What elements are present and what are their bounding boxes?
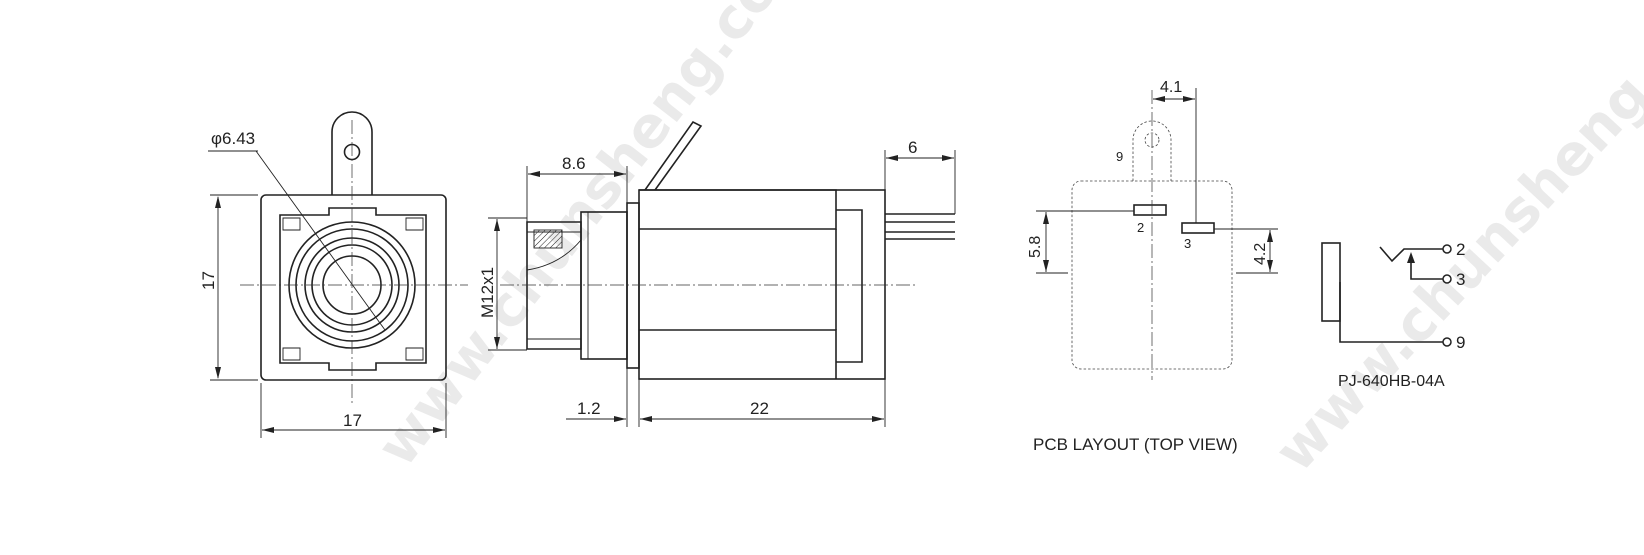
thread-label: M12x1 <box>478 267 497 318</box>
schematic: 2 3 9 PJ-640HB-04A <box>1321 240 1465 390</box>
terminal-9-node <box>1442 337 1452 347</box>
terminal-9-label: 9 <box>1456 333 1465 352</box>
pcb-footprint-outline <box>1071 180 1233 370</box>
pin-length-label: 6 <box>908 138 917 157</box>
terminal-2-node <box>1442 244 1452 254</box>
arrow <box>886 155 898 161</box>
top-tab <box>644 120 703 191</box>
arrow <box>614 416 626 422</box>
arrow <box>215 196 221 208</box>
pcb-layout: 9 2 3 4.1 5.8 4.2 PCB LAYOUT (TOP VIEW) <box>1027 79 1278 454</box>
section-break <box>526 239 582 271</box>
pad-2 <box>1133 204 1167 216</box>
corner-bracket-br <box>405 347 424 361</box>
terminal-3-node <box>1442 274 1452 284</box>
side-view: M12x1 8.6 6 1.2 22 <box>478 120 956 427</box>
arrow <box>215 367 221 379</box>
sleeve-line <box>1339 282 1443 343</box>
rear-cap <box>836 209 863 363</box>
arrow <box>872 416 884 422</box>
front-view: φ6.43 17 17 <box>199 111 468 438</box>
arrow <box>1183 96 1195 102</box>
main-body <box>638 189 886 380</box>
body-lower-band <box>639 329 837 379</box>
jack-sleeve-symbol <box>1321 242 1341 322</box>
arrow <box>1043 212 1049 224</box>
front-body-outline <box>260 194 447 381</box>
corner-bracket-tl <box>282 217 301 231</box>
arrow <box>433 427 445 433</box>
front-inner-frame <box>279 207 427 371</box>
body-upper-band <box>639 189 837 230</box>
terminal-3-label: 3 <box>1456 270 1465 289</box>
flange-label: 1.2 <box>577 399 601 418</box>
body-length-label: 22 <box>750 399 769 418</box>
pad-3 <box>1181 222 1215 234</box>
pin-9-label: 9 <box>1116 149 1123 164</box>
arrow <box>262 427 274 433</box>
nut-label: 8.6 <box>562 154 586 173</box>
switch-arrow <box>1407 252 1415 263</box>
flange <box>626 202 640 369</box>
dia-label: φ6.43 <box>211 129 255 148</box>
section-hatch <box>533 229 563 249</box>
spacing-right-label: 4.2 <box>1252 243 1269 265</box>
mounting-tab <box>331 111 373 195</box>
tip-contact-line <box>1379 246 1443 263</box>
height-label: 17 <box>199 271 218 290</box>
pcb-layout-title: PCB LAYOUT (TOP VIEW) <box>1033 435 1238 454</box>
spacing-top-label: 4.1 <box>1160 79 1182 96</box>
switch-contact-line <box>1410 260 1443 280</box>
corner-bracket-bl <box>282 347 301 361</box>
arrow <box>494 337 500 349</box>
arrow <box>614 171 626 177</box>
terminal-2-label: 2 <box>1456 240 1465 259</box>
dia-leader <box>255 150 386 331</box>
arrow <box>942 155 954 161</box>
arrow <box>1267 260 1273 272</box>
pin-2-label: 2 <box>1137 220 1144 235</box>
corner-bracket-tr <box>405 217 424 231</box>
spacing-left-label: 5.8 <box>1027 236 1044 258</box>
part-number: PJ-640HB-04A <box>1338 373 1445 390</box>
arrow <box>1153 96 1165 102</box>
arrow <box>1267 230 1273 242</box>
pcb-tab-outline <box>1132 120 1172 181</box>
arrow <box>528 171 540 177</box>
arrow <box>1043 260 1049 272</box>
watermark-right: www.chunsheng.com <box>1263 0 1644 485</box>
arrow <box>494 219 500 231</box>
pin-3-label: 3 <box>1184 236 1191 251</box>
width-label: 17 <box>343 411 362 430</box>
